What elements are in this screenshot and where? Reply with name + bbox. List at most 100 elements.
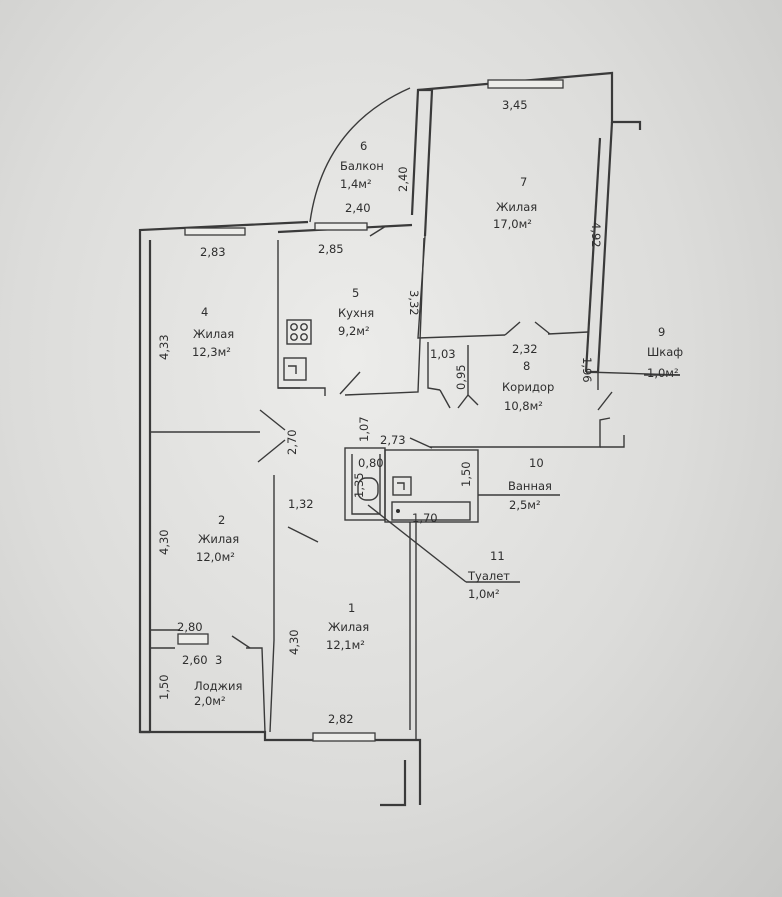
door-room1: [287, 526, 319, 543]
kitchen-sink-icon: [283, 357, 307, 381]
dimension-label: 4,30: [287, 629, 301, 655]
dimension-label: 1,70: [412, 511, 438, 525]
wall-room2-room1-vertical: [269, 475, 275, 733]
room-8-number: 8: [523, 359, 530, 373]
room-2-number: 2: [218, 513, 225, 527]
room-1-name: Жилая: [328, 620, 369, 634]
bathtub-drain-icon: [396, 509, 400, 513]
dimension-label: 2,73: [380, 433, 406, 447]
room-1-number: 1: [348, 601, 355, 615]
doors: [231, 225, 613, 649]
leader-toilet: [367, 504, 467, 583]
room-10-area: 2,5м²: [509, 498, 541, 512]
corridor-closet-wall-b: [467, 345, 479, 406]
bath-inner-wall: [351, 454, 381, 515]
window-loggia: [177, 633, 209, 645]
corridor-closet-wall: [427, 342, 441, 391]
window-room4: [184, 227, 246, 236]
dimension-label: 2,70: [285, 429, 299, 455]
room-10-number: 10: [529, 456, 544, 470]
door-balcony: [369, 225, 387, 237]
room7-bottom-wall-right: [547, 331, 589, 335]
door-kitchen: [339, 371, 361, 395]
room-6-area: 1,4м²: [340, 177, 372, 191]
room-8-area: 10,8м²: [504, 399, 543, 413]
stove-burner-icon: [290, 323, 298, 331]
dimension-label: 4,30: [157, 529, 171, 555]
room-7-number: 7: [520, 175, 527, 189]
corridor-bottom-wall: [430, 417, 611, 448]
dimension-label: 2,83: [200, 245, 226, 259]
dimension-label: 2,85: [318, 242, 344, 256]
corridor-stub: [600, 435, 625, 448]
room-11-name: Туалет: [467, 569, 510, 583]
dimension-labels: 3,45 4,92 2,40 2,40 2,83 2,85 3,32 4,33 …: [157, 98, 603, 726]
room7-left-wall: [410, 88, 434, 237]
window-room1: [312, 732, 376, 742]
door-closet-b: [457, 394, 469, 409]
dimension-label: 1,96: [580, 357, 594, 383]
room-9-number: 9: [658, 325, 665, 339]
outer-wall-bottom-stub: [380, 760, 407, 807]
door-room2: [257, 439, 286, 463]
room7-right-inner: [584, 137, 602, 373]
door-entry: [597, 391, 613, 411]
door-loggia: [231, 635, 251, 649]
room-9-name: Шкаф: [647, 345, 683, 359]
room-2-area: 12,0м²: [196, 550, 235, 564]
dimension-label: 3,32: [407, 290, 421, 316]
window-kitchen: [314, 222, 368, 231]
dimension-label: 2,40: [396, 166, 410, 192]
dimension-label: 0,80: [358, 456, 384, 470]
room-8-name: Коридор: [502, 380, 554, 394]
room-3-number: 3: [215, 653, 222, 667]
balcony-arc: [309, 87, 411, 223]
door-room4: [259, 409, 286, 431]
room-4-number: 4: [201, 305, 208, 319]
kitchen-sink-tap-icon: [288, 365, 297, 374]
bathroom-sink-icon: [392, 476, 412, 496]
room-5-name: Кухня: [338, 306, 374, 320]
bathtub-icon: [391, 501, 471, 521]
room-10-name: Ванная: [508, 479, 552, 493]
fixtures: [283, 319, 471, 521]
stove-burner-icon: [300, 323, 308, 331]
outer-wall-bottom: [140, 730, 422, 805]
dimension-label: 1,07: [357, 416, 371, 442]
room-4-area: 12,3м²: [192, 345, 231, 359]
dimension-label: 4,33: [157, 334, 171, 360]
room-3-area: 2,0м²: [194, 694, 226, 708]
door-bathroom: [409, 437, 433, 449]
room-11-area: 1,0м²: [468, 587, 500, 601]
outer-wall-left: [138, 220, 309, 734]
dimension-label: 4,92: [589, 222, 603, 248]
dimension-label: 2,40: [345, 201, 371, 215]
dimension-label: 1,35: [352, 472, 366, 498]
room-2-name: Жилая: [198, 532, 239, 546]
stove-burner-icon: [290, 333, 298, 341]
dimension-label: 2,80: [177, 620, 203, 634]
room-6-number: 6: [360, 139, 367, 153]
room-4-name: Жилая: [193, 327, 234, 341]
bathroom-tap-icon: [397, 482, 405, 490]
stove-burner-icon: [300, 333, 308, 341]
leader-lines: [367, 371, 681, 583]
dimension-label: 1,50: [459, 461, 473, 487]
dimension-label: 0,95: [454, 364, 468, 390]
door-closet-a: [439, 389, 451, 409]
windows: [177, 79, 564, 742]
kitchen-bottom-left: [278, 387, 326, 396]
bathroom-block: [384, 449, 479, 523]
room-5-area: 9,2м²: [338, 324, 370, 338]
room-11-number: 11: [490, 549, 505, 563]
dimension-label: 2,60: [182, 653, 208, 667]
dimension-label: 2,82: [328, 712, 354, 726]
walls: [138, 71, 642, 807]
kitchen-right-wall: [344, 237, 425, 396]
dimension-label: 1,32: [288, 497, 314, 511]
dimension-label: 2,32: [512, 342, 538, 356]
door-room7-left: [504, 321, 521, 336]
room-1-area: 12,1м²: [326, 638, 365, 652]
